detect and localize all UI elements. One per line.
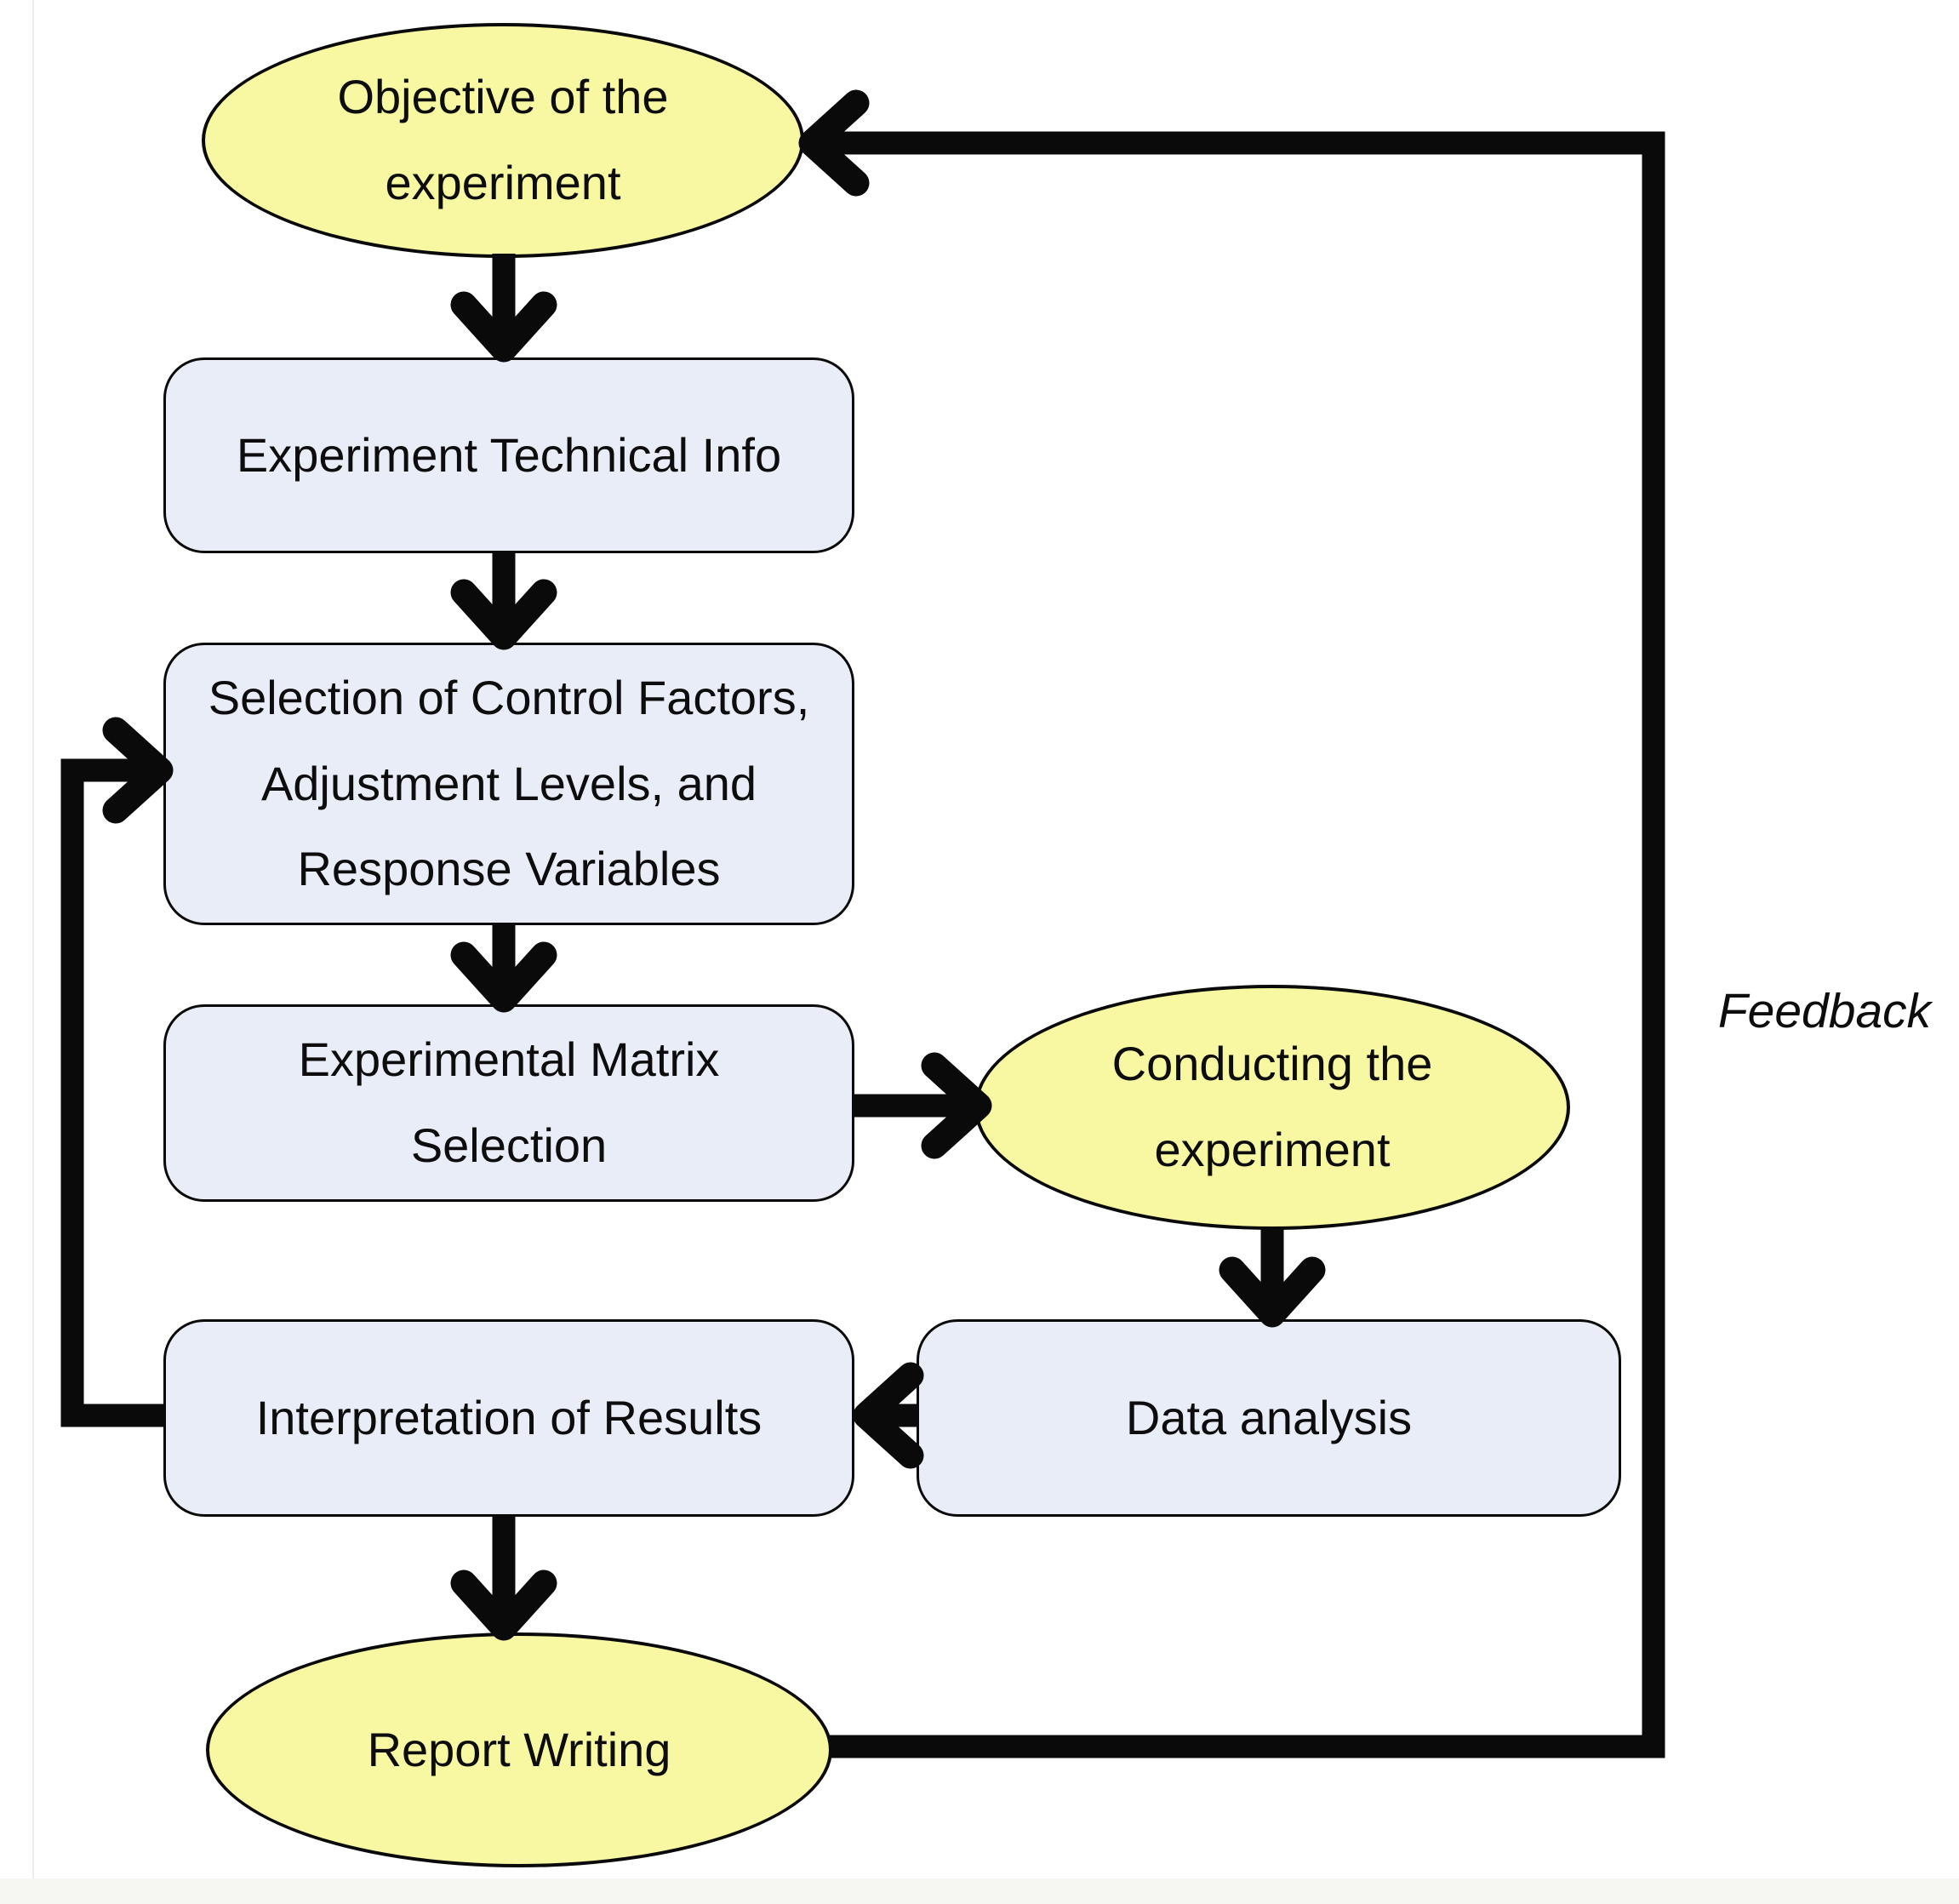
arrowhead (798, 89, 870, 197)
arrowhead (853, 1362, 924, 1469)
node-label: Report Writing (367, 1722, 671, 1776)
arrowhead (450, 291, 557, 363)
arrow-selection-to-matrix (450, 923, 557, 1013)
node-experiment-technical-info: Experiment Technical Info (163, 357, 854, 553)
page-edge-line (32, 0, 34, 1904)
arrowhead (102, 717, 174, 824)
node-selection-of-control-factors: Selection of Control Factors, Adjustment… (163, 643, 854, 925)
page-bottom-strip (0, 1878, 1959, 1904)
arrow-data-analysis-to-interpretation (853, 1362, 924, 1469)
node-conducting-the-experiment: Conducting the experiment (974, 985, 1570, 1230)
feedback-line-interpretation-to-selection (60, 717, 174, 1427)
node-experimental-matrix-selection: Experimental Matrix Selection (163, 1004, 854, 1202)
arrowhead (450, 941, 557, 1013)
arrowhead (1219, 1256, 1326, 1328)
node-label: Experimental Matrix Selection (298, 1032, 720, 1172)
arrow-matrix-to-conducting (853, 1052, 992, 1159)
node-label: Experiment Technical Info (236, 427, 782, 482)
node-label: Selection of Control Factors, Adjustment… (208, 670, 810, 896)
arrow-interpretation-to-report (450, 1515, 557, 1641)
arrowhead (921, 1052, 992, 1159)
node-interpretation-of-results: Interpretation of Results (163, 1319, 854, 1517)
node-objective-of-experiment: Objective of the experiment (202, 23, 804, 258)
arrow-technical-info-to-selection (450, 552, 557, 650)
node-data-analysis: Data analysis (917, 1319, 1621, 1517)
node-report-writing: Report Writing (206, 1632, 832, 1867)
node-label: Conducting the experiment (1111, 1037, 1433, 1176)
arrow-conducting-to-data-analysis (1219, 1227, 1326, 1328)
feedback-label: Feedback (1717, 984, 1932, 1038)
node-label: Objective of the experiment (337, 70, 669, 209)
arrow-objective-to-technical-info (450, 254, 557, 363)
node-label: Interpretation of Results (255, 1390, 762, 1444)
arrowhead (450, 1570, 557, 1641)
arrowhead (450, 579, 557, 650)
node-label: Data analysis (1125, 1390, 1413, 1444)
